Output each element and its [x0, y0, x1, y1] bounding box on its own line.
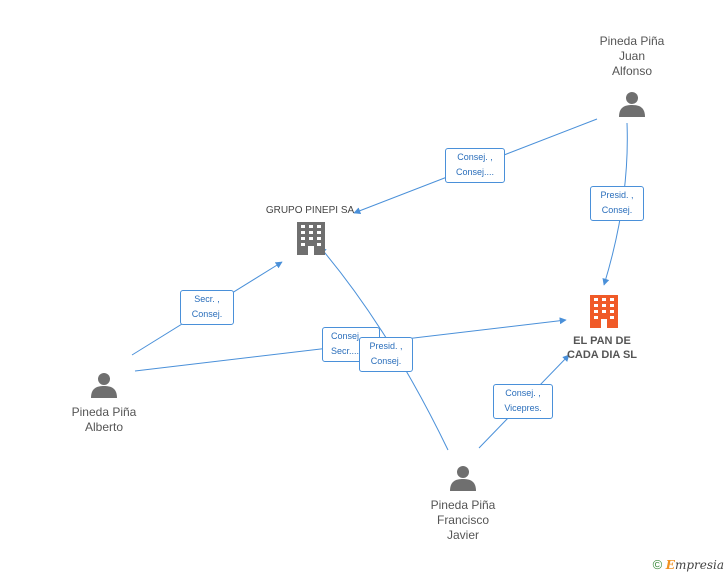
brand-logo-initial: E: [665, 558, 675, 572]
edge-label-line: Consej.: [370, 356, 402, 366]
person-icon[interactable]: [450, 466, 476, 491]
node-label-juan[interactable]: Pineda Piña Juan Alfonso: [599, 34, 665, 78]
person-icon[interactable]: [619, 92, 645, 117]
edge-label-line: Consej. ,: [331, 331, 367, 341]
copyright-notice: © Empresia: [653, 557, 724, 572]
edge-label-line: Secr. ,: [194, 294, 220, 304]
node-label-francisco[interactable]: Pineda Piña Francisco Javier: [430, 498, 496, 542]
edge-label-line: Consej. ,: [505, 388, 541, 398]
edge-label-line: Presid. ,: [600, 190, 634, 200]
edge-label-line: Consej. ,: [457, 152, 493, 162]
brand-logo[interactable]: Empresia: [666, 558, 724, 572]
edge-label-line: Secr....: [331, 346, 360, 356]
edge-label-francisco-grupo[interactable]: Presid. , Consej.: [359, 337, 413, 372]
node-label-alberto[interactable]: Pineda Piña Alberto: [71, 405, 137, 434]
edge-label-juan-grupo[interactable]: Consej. , Consej....: [445, 148, 505, 183]
edge-label-line: Consej.: [601, 205, 633, 215]
copyright-icon: ©: [652, 557, 663, 572]
edge-label-alberto-grupo[interactable]: Secr. , Consej.: [180, 290, 234, 325]
person-icon[interactable]: [91, 373, 117, 398]
brand-logo-text: mpresia: [674, 558, 724, 572]
edge-label-line: Consej.: [191, 309, 223, 319]
edge-label-line: Vicepres.: [504, 403, 542, 413]
edge-label-line: Consej....: [455, 167, 495, 177]
node-label-grupo[interactable]: GRUPO PINEPI SA: [265, 205, 355, 216]
node-label-elpan[interactable]: EL PAN DE CADA DIA SL: [566, 335, 638, 361]
edge-label-francisco-elpan[interactable]: Consej. , Vicepres.: [493, 384, 553, 419]
edge-label-line: Presid. ,: [369, 341, 403, 351]
building-icon[interactable]: [297, 222, 325, 255]
building-icon[interactable]: [590, 295, 618, 328]
edge-label-juan-elpan[interactable]: Presid. , Consej.: [590, 186, 644, 221]
